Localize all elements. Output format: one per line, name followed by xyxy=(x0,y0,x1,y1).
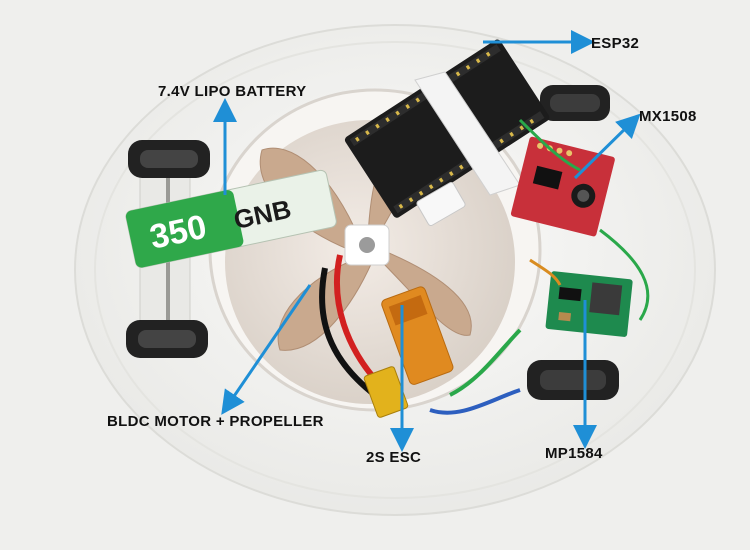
mx1508-arrow xyxy=(573,113,641,180)
esc-board xyxy=(381,286,454,385)
bldc-motor-hub xyxy=(359,237,375,253)
esc-label: 2S ESC xyxy=(366,449,422,466)
wire-orange xyxy=(529,258,562,286)
wire-black xyxy=(319,267,377,398)
bldc-arrow xyxy=(221,284,312,415)
mp1584-label: MP1584 xyxy=(545,445,603,462)
mx1508-board xyxy=(510,136,615,237)
wire-green xyxy=(518,118,581,172)
wire-green xyxy=(449,328,522,397)
mp1584-board xyxy=(545,271,633,337)
hull-rim xyxy=(94,41,696,499)
battery-label: 7.4V LIPO BATTERY xyxy=(158,83,307,100)
lipo-battery: 350 GNB xyxy=(125,169,337,268)
mx1508-label: MX1508 xyxy=(639,108,697,125)
bldc-label: BLDC MOTOR + PROPELLER xyxy=(107,413,324,430)
jst-connector xyxy=(416,181,466,227)
wire-blue xyxy=(429,388,521,415)
esp32-label: ESP32 xyxy=(591,35,640,52)
wire-green xyxy=(599,228,650,321)
